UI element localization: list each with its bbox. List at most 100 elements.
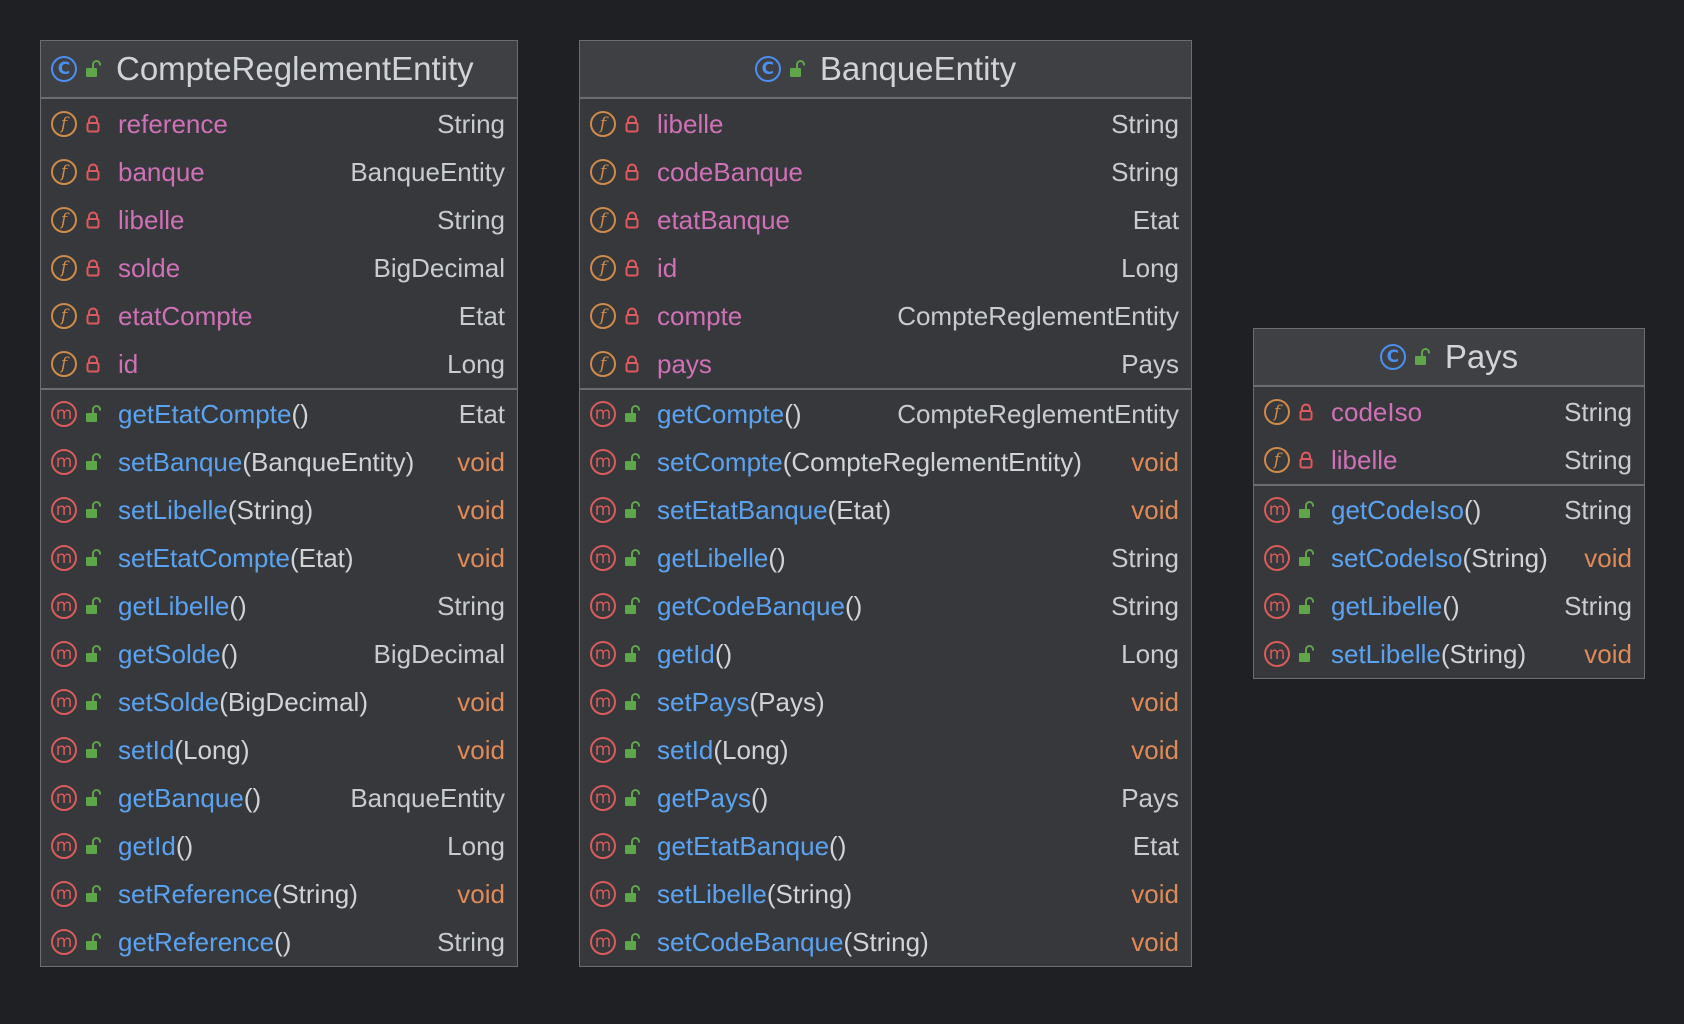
method-params: (String)	[843, 926, 929, 957]
return-type: String	[1111, 542, 1179, 573]
method-params: ()	[1463, 494, 1482, 525]
method-name: setSolde	[118, 686, 220, 717]
method-name: setId	[657, 734, 714, 765]
field-name: etatBanque	[657, 204, 791, 235]
lock-icon	[623, 162, 641, 182]
method-name: getEtatBanque	[657, 830, 830, 861]
class-name: CompteReglementEntity	[116, 50, 474, 87]
method-icon: m	[590, 689, 616, 715]
field-icon: f	[590, 255, 616, 281]
method-name: setPays	[657, 686, 750, 717]
unlock-icon	[623, 788, 641, 808]
method-name: setEtatBanque	[657, 494, 828, 525]
field-icon: f	[51, 111, 77, 137]
method-params: (CompteReglementEntity)	[782, 446, 1082, 477]
lock-icon	[84, 162, 102, 182]
field-icon: f	[590, 111, 616, 137]
field-icon: f	[1264, 447, 1290, 473]
lock-icon	[623, 258, 641, 278]
method-params: (Etat)	[289, 542, 354, 573]
return-type: Etat	[1132, 830, 1179, 861]
return-type: CompteReglementEntity	[897, 398, 1179, 429]
field-icon: f	[590, 303, 616, 329]
method-icon: m	[1264, 641, 1290, 667]
unlock-icon	[1297, 596, 1315, 616]
unlock-icon	[623, 692, 641, 712]
field-icon: f	[590, 207, 616, 233]
field-icon: f	[1264, 399, 1290, 425]
method-icon: m	[590, 881, 616, 907]
method-params: (BigDecimal)	[219, 686, 368, 717]
return-type: void	[457, 542, 505, 573]
method-params: (String)	[1462, 542, 1548, 573]
method-icon: m	[590, 497, 616, 523]
method-name: setCodeIso	[1331, 542, 1463, 573]
field-type: String	[437, 204, 505, 235]
unlock-icon	[623, 500, 641, 520]
field-name: reference	[118, 108, 228, 139]
method-icon: m	[1264, 593, 1290, 619]
field-type: Etat	[1132, 204, 1179, 235]
method-icon: m	[590, 641, 616, 667]
unlock-icon	[623, 740, 641, 760]
method-icon: m	[51, 497, 77, 523]
method-name: getEtatCompte	[118, 398, 292, 429]
class-name: Pays	[1444, 338, 1519, 375]
method-name: getCodeIso	[1331, 494, 1464, 525]
method-icon: m	[1264, 497, 1290, 523]
return-type: Etat	[458, 398, 505, 429]
field-row[interactable]: f etatBanque Etat	[580, 196, 1191, 244]
unlock-icon	[84, 836, 102, 856]
return-type: String	[437, 926, 505, 957]
